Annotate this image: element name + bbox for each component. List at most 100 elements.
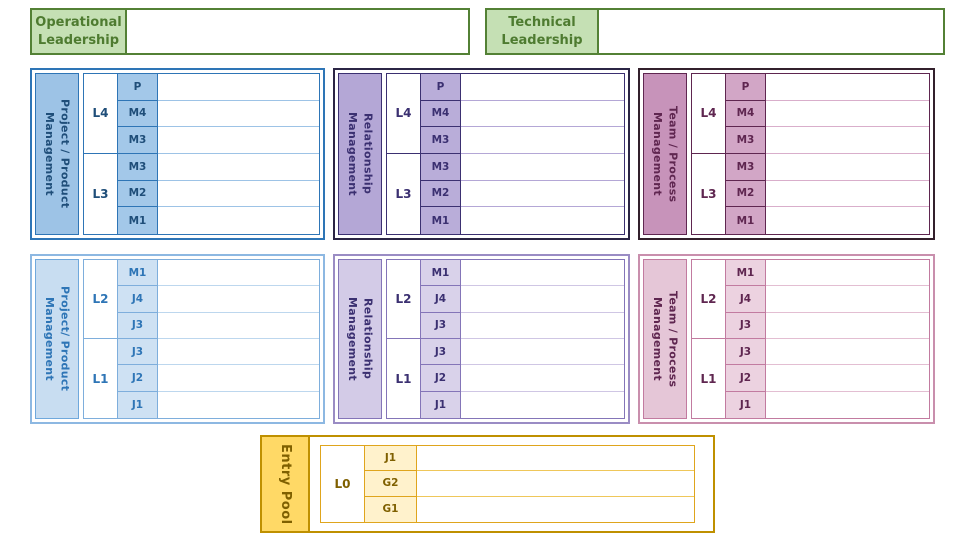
content-cell (461, 207, 624, 234)
title-line: Management (346, 112, 359, 196)
content-cell (461, 260, 624, 287)
content-cell (461, 100, 624, 128)
title-line: Team / Process (666, 105, 680, 203)
level-cell-m3: M3 (421, 153, 461, 181)
level-cell-j1: J1 (365, 446, 417, 472)
content-cell (461, 153, 624, 181)
level-cell-m1: M1 (118, 260, 158, 287)
group-cell-l1: L1 (84, 339, 118, 418)
group-cell-l3: L3 (692, 153, 726, 234)
header-operational-leadership: Operational Leadership (30, 8, 470, 55)
group-cell-l0: L0 (321, 446, 365, 522)
header-technical-body (599, 10, 943, 53)
content-cell (461, 391, 624, 418)
level-cell-j4: J4 (421, 286, 461, 313)
content-cell (158, 100, 319, 128)
title-line: Relationship (361, 113, 375, 195)
level-cell-p: P (118, 74, 158, 101)
level-cell-j3: J3 (118, 339, 158, 366)
content-cell (158, 339, 319, 366)
content-cell (766, 339, 929, 366)
content-cell (461, 312, 624, 339)
group-cell-l2: L2 (387, 260, 421, 339)
content-cell (766, 127, 929, 154)
level-cell-m2: M2 (421, 180, 461, 208)
level-cell-m4: M4 (726, 100, 766, 128)
title-line: Project/ Product (58, 286, 72, 392)
content-cell (766, 100, 929, 128)
level-cell-m4: M4 (421, 100, 461, 128)
content-cell (766, 207, 929, 234)
group-cell-l1: L1 (387, 339, 421, 418)
group-cell-l2: L2 (692, 260, 726, 339)
title-line: Management (651, 112, 664, 196)
level-cell-g2: G2 (365, 471, 417, 497)
level-cell-m3: M3 (421, 127, 461, 154)
content-cell (158, 74, 319, 101)
title-line: Management (346, 297, 359, 381)
content-cell (766, 312, 929, 339)
level-cell-j2: J2 (118, 365, 158, 392)
title-line: Management (651, 297, 664, 381)
content-cell (461, 365, 624, 392)
content-cell (158, 180, 319, 208)
level-cell-m3: M3 (726, 127, 766, 154)
content-cell (158, 207, 319, 234)
title-line: Entry Pool (278, 443, 294, 525)
content-cell (766, 260, 929, 287)
content-cell (766, 74, 929, 101)
group-cell-l3: L3 (84, 153, 118, 234)
content-cell (417, 471, 694, 497)
level-cell-j1: J1 (118, 391, 158, 418)
level-cell-m1: M1 (421, 207, 461, 234)
level-cell-j4: J4 (118, 286, 158, 313)
content-cell (158, 365, 319, 392)
group-cell-l2: L2 (84, 260, 118, 339)
level-cell-j2: J2 (726, 365, 766, 392)
level-cell-j4: J4 (726, 286, 766, 313)
content-cell (461, 286, 624, 313)
level-cell-m3: M3 (726, 153, 766, 181)
content-cell (158, 153, 319, 181)
level-cell-j1: J1 (726, 391, 766, 418)
content-cell (158, 260, 319, 287)
level-cell-m2: M2 (726, 180, 766, 208)
level-cell-m4: M4 (118, 100, 158, 128)
group-cell-l3: L3 (387, 153, 421, 234)
content-cell (766, 365, 929, 392)
content-cell (461, 127, 624, 154)
level-cell-p: P (421, 74, 461, 101)
content-cell (766, 391, 929, 418)
level-cell-m1: M1 (726, 207, 766, 234)
group-cell-l4: L4 (84, 74, 118, 154)
content-cell (461, 74, 624, 101)
level-cell-j3: J3 (118, 312, 158, 339)
level-cell-j2: J2 (421, 365, 461, 392)
header-technical-label: Technical Leadership (487, 10, 599, 53)
content-cell (158, 391, 319, 418)
group-cell-l4: L4 (387, 74, 421, 154)
content-cell (766, 286, 929, 313)
level-cell-m2: M2 (118, 180, 158, 208)
content-cell (417, 446, 694, 472)
level-cell-m3: M3 (118, 127, 158, 154)
title-line: Management (43, 297, 56, 381)
level-cell-g1: G1 (365, 496, 417, 522)
